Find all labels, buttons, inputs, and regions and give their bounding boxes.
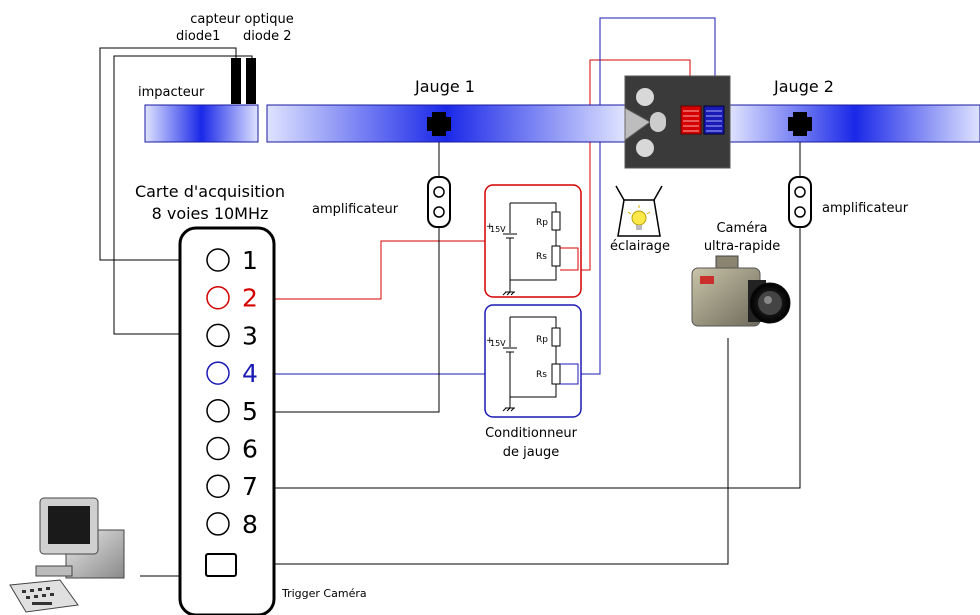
trigger-port xyxy=(206,554,236,576)
conditioner-blue xyxy=(485,305,581,417)
channel-8-label: 8 xyxy=(242,510,258,539)
channel-4-label: 4 xyxy=(242,359,258,388)
acquisition-title: Carte d'acquisition xyxy=(135,182,285,201)
wire-ch5 xyxy=(275,227,439,412)
specimen-block xyxy=(625,76,730,168)
camera-icon xyxy=(692,256,790,326)
channel-3-port xyxy=(207,324,229,346)
circuit-rs-blue: Rs xyxy=(536,370,547,380)
diode2 xyxy=(246,58,256,104)
channel-5-port xyxy=(207,400,229,422)
computer-icon xyxy=(10,498,124,612)
channel-6-label: 6 xyxy=(242,435,258,464)
circuit-rp-blue: Rp xyxy=(536,335,548,345)
sensor-diode1: diode1 xyxy=(176,29,220,44)
channel-2-label: 2 xyxy=(242,284,258,313)
channel-7-port xyxy=(207,475,229,497)
lighting-label: éclairage xyxy=(610,239,670,254)
sensor-diode2: diode 2 xyxy=(243,29,291,44)
wire-ch2 xyxy=(275,241,485,299)
channel-7-label: 7 xyxy=(242,472,258,501)
circuit-rp-red: Rp xyxy=(536,218,548,228)
impactor-label: impacteur xyxy=(138,85,205,100)
channel-5-label: 5 xyxy=(242,397,258,426)
amplifier1-label: amplificateur xyxy=(312,202,399,217)
amplifier2 xyxy=(789,177,811,227)
circuit-voltage-red: 15V xyxy=(490,225,506,234)
camera-label-1: Caméra xyxy=(716,221,767,236)
diode1 xyxy=(231,58,241,104)
channel-6-port xyxy=(207,438,229,460)
channel-3-label: 3 xyxy=(242,321,258,350)
conditioner-label-1: Conditionneur xyxy=(485,426,578,441)
gauge2-label: Jauge 2 xyxy=(773,77,834,96)
output-bar xyxy=(730,105,980,142)
channel-1-port xyxy=(207,249,229,271)
conditioner-red xyxy=(485,185,581,297)
trigger-label: Trigger Caméra xyxy=(281,587,367,600)
channel-2-port xyxy=(207,287,229,309)
impactor-bar xyxy=(145,105,258,142)
circuit-voltage-blue: 15V xyxy=(490,339,506,348)
gauge1-label: Jauge 1 xyxy=(414,77,475,96)
circuit-rs-red: Rs xyxy=(536,252,547,262)
lighting-icon xyxy=(616,186,662,236)
channel-1-label: 1 xyxy=(242,246,258,275)
conditioner-label-2: de jauge xyxy=(503,445,559,460)
channel-8-port xyxy=(207,513,229,535)
amplifier2-label: amplificateur xyxy=(822,201,909,216)
acquisition-subtitle: 8 voies 10MHz xyxy=(152,204,269,223)
channel-4-port xyxy=(207,362,229,384)
camera-label-2: ultra-rapide xyxy=(704,239,780,254)
amplifier1 xyxy=(428,177,450,227)
sensor-title: capteur optique xyxy=(190,12,294,27)
